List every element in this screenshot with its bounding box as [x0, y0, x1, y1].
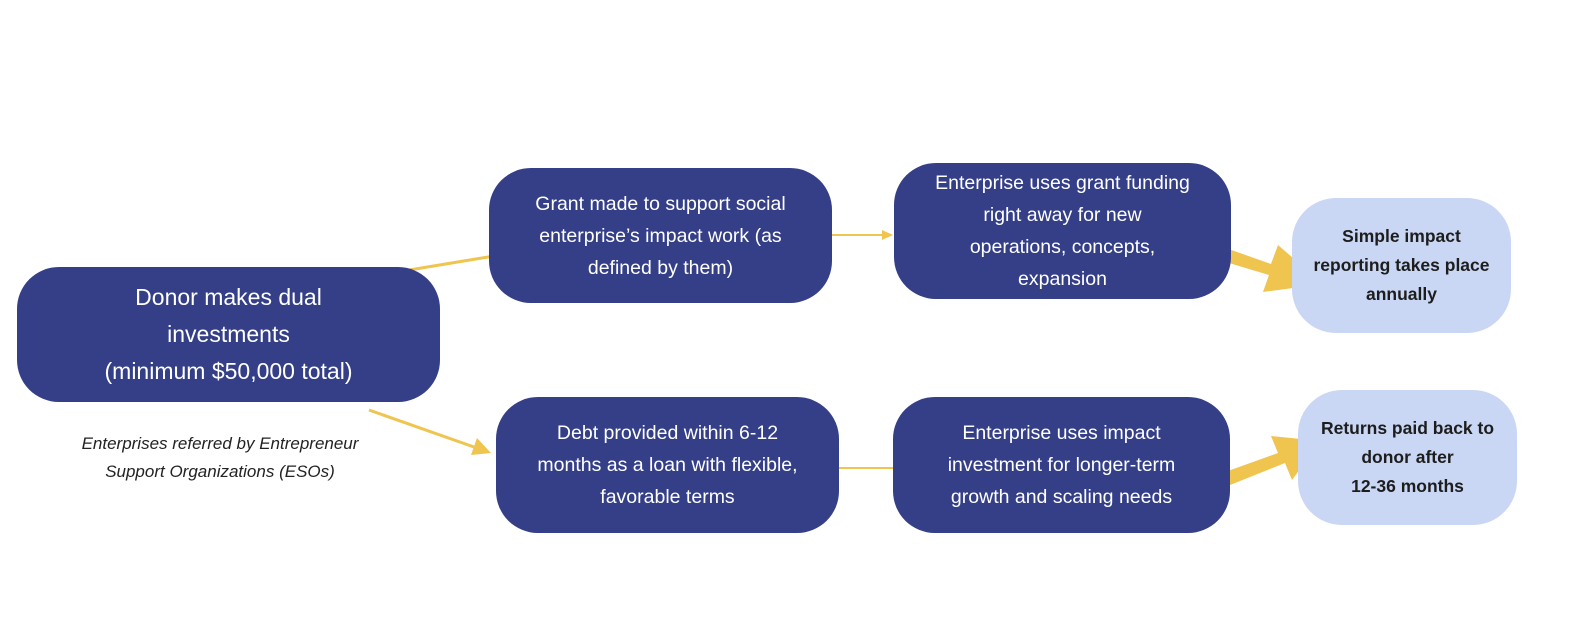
grant-step1-box: Grant made to support social enterprise’… — [489, 168, 832, 303]
referral-note: Enterprises referred by Entrepreneur Sup… — [40, 430, 400, 486]
grant-outcome-line: Simple impact — [1342, 226, 1461, 246]
donor-line: Donor makes dual — [135, 284, 322, 310]
debt-outcome-line: 12-36 months — [1351, 476, 1464, 496]
referral-note-line: Enterprises referred by Entrepreneur — [81, 434, 359, 453]
debt-step1-line: favorable terms — [600, 486, 735, 508]
debt-step1-box: Debt provided within 6-12 months as a lo… — [496, 397, 839, 533]
debt-step2-line: growth and scaling needs — [950, 486, 1173, 508]
grant-step2-line: expansion — [1018, 268, 1107, 290]
grant-step1-line: defined by them) — [587, 256, 734, 279]
grant-step2-line: right away for new — [983, 204, 1142, 226]
debt-step2-line: investment for longer-term — [947, 454, 1176, 476]
debt-outcome-line: donor after — [1361, 447, 1454, 467]
grant-outcome-line: annually — [1366, 284, 1437, 304]
debt-step2-box: Enterprise uses impact investment for lo… — [893, 397, 1230, 533]
grant-step2-box: Enterprise uses grant funding right away… — [894, 163, 1231, 299]
grant-step1-line: enterprise’s impact work (as — [539, 224, 782, 247]
grant-step2-line: operations, concepts, — [969, 236, 1156, 258]
debt-outcome-line: Returns paid back to — [1320, 418, 1495, 438]
grant-step2-line: Enterprise uses grant funding — [935, 172, 1190, 194]
debt-step2-line: Enterprise uses impact — [962, 422, 1161, 444]
donor-line: (minimum $50,000 total) — [104, 358, 353, 384]
grant-outcome-box: Simple impact reporting takes place annu… — [1292, 198, 1511, 333]
arrow-donor-to-debt — [368, 408, 491, 455]
referral-note-line: Support Organizations (ESOs) — [105, 462, 335, 481]
donor-line: investments — [167, 321, 290, 347]
debt-step1-line: months as a loan with flexible, — [537, 454, 798, 476]
arrow-debt-step2-to-outcome — [1214, 436, 1321, 489]
grant-outcome-line: reporting takes place — [1313, 255, 1490, 275]
grant-step1-line: Grant made to support social — [535, 192, 786, 215]
debt-step1-line: Debt provided within 6-12 — [556, 422, 779, 444]
debt-outcome-box: Returns paid back to donor after 12-36 m… — [1298, 390, 1517, 525]
donor-box: Donor makes dual investments (minimum $5… — [17, 267, 440, 402]
